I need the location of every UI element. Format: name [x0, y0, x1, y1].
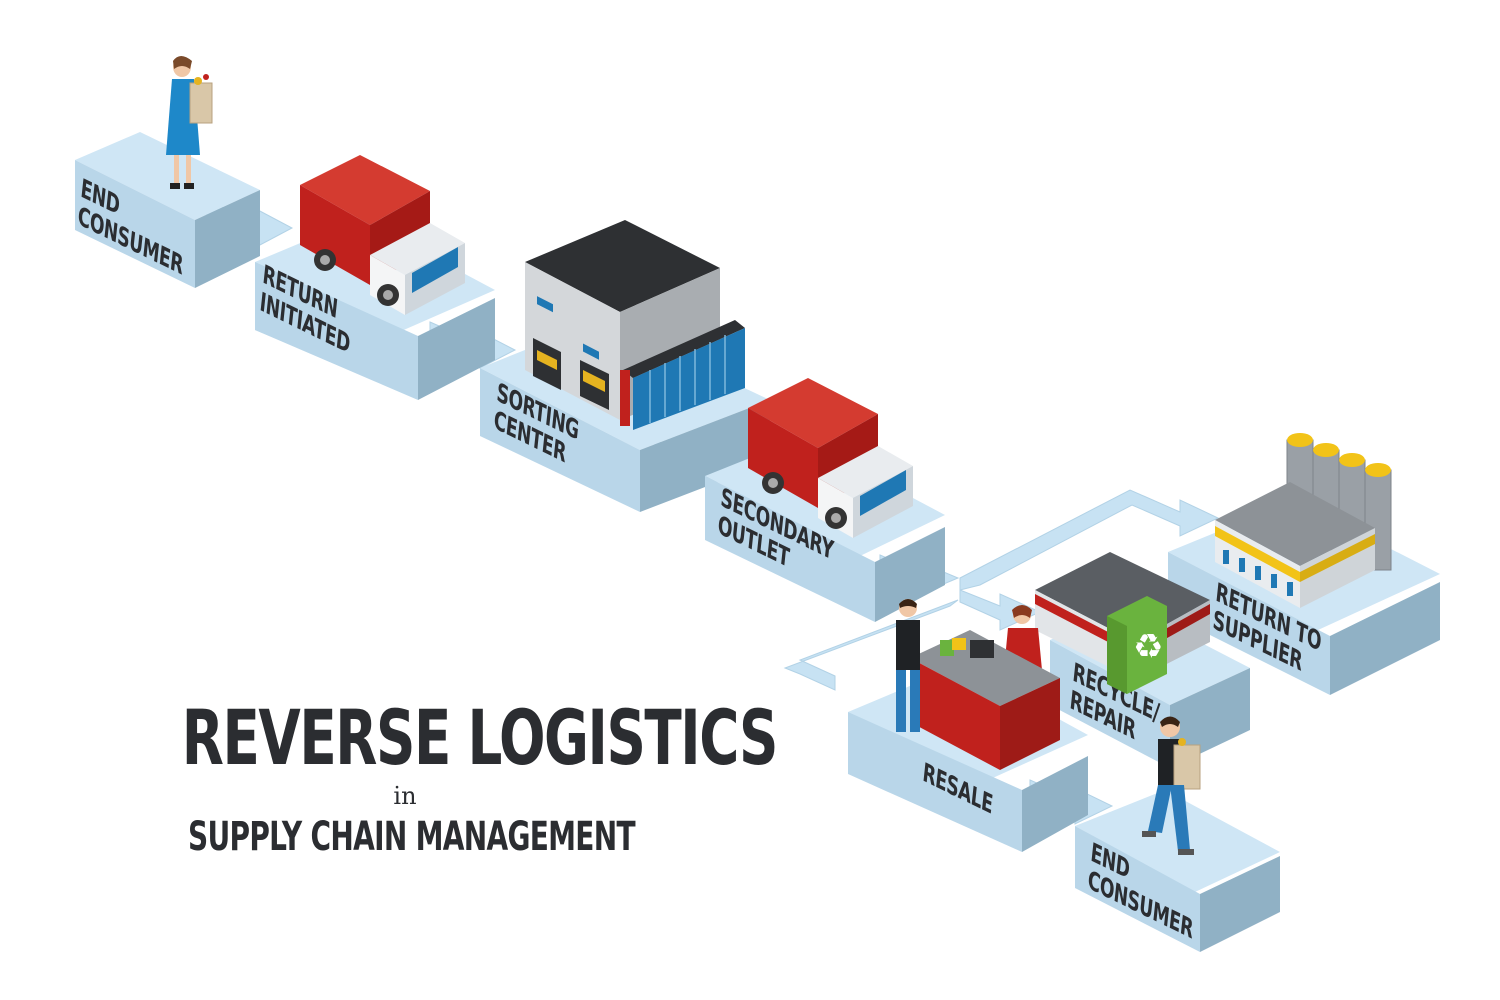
main-title: REVERSE LOGISTICS [182, 700, 628, 776]
recycle-icon: ♻ [1133, 627, 1163, 667]
title-block: REVERSE LOGISTICS in SUPPLY CHAIN MANAGE… [95, 700, 715, 860]
subtitle: SUPPLY CHAIN MANAGEMENT [188, 814, 622, 860]
stage-block-end-consumer-start: END CONSUMER [75, 132, 260, 288]
title-connector: in [95, 782, 715, 810]
